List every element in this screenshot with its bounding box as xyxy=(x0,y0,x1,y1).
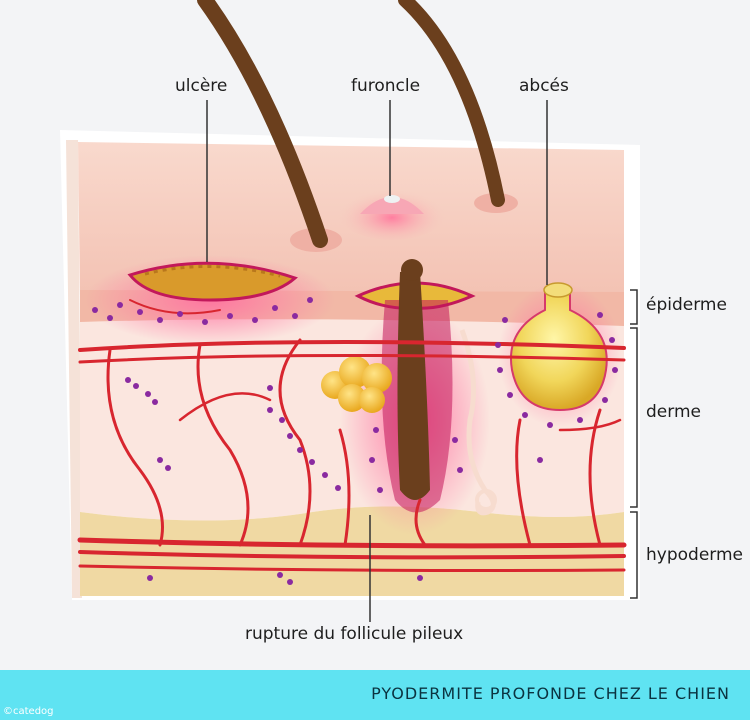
follicle-hair-root xyxy=(397,272,430,500)
label-abscess: abcés xyxy=(519,76,569,96)
sweat-gland-duct xyxy=(459,329,496,516)
sweat-gland-coil xyxy=(475,489,497,511)
label-hypodermis: hypoderme xyxy=(646,545,743,565)
diagram-title: PYODERMITE PROFONDE CHEZ LE CHIEN xyxy=(371,684,730,703)
label-pointers xyxy=(206,100,548,622)
ulcer-texture xyxy=(144,265,281,278)
hair-shaft xyxy=(197,0,328,248)
skin-diagram: ulcère furoncle abcés épiderme derme hyp… xyxy=(60,0,743,644)
layer-brackets xyxy=(630,289,638,599)
ulcer-crust xyxy=(127,261,298,302)
label-epidermis: épiderme xyxy=(646,295,727,315)
sebaceous-gland xyxy=(321,356,392,413)
credit-text: ©catedog xyxy=(3,706,54,717)
blood-vessels xyxy=(77,299,627,572)
label-ulcer: ulcère xyxy=(175,76,228,96)
furuncle-head xyxy=(384,195,400,203)
label-furuncle: furoncle xyxy=(351,76,421,96)
skin-cross-section xyxy=(60,0,640,622)
furuncle-bump xyxy=(360,197,424,214)
inflammatory-cells xyxy=(92,297,618,585)
hypodermis-layer xyxy=(80,506,624,596)
skin-side-face xyxy=(66,140,82,598)
hair-tip xyxy=(401,259,423,281)
footer-band: PYODERMITE PROFONDE CHEZ LE CHIEN ©cated… xyxy=(0,670,750,720)
label-follicle-rupture: rupture du follicule pileux xyxy=(245,624,464,644)
label-dermis: derme xyxy=(646,402,701,422)
hair-shaft xyxy=(398,0,505,207)
abscess-opening xyxy=(543,282,573,298)
